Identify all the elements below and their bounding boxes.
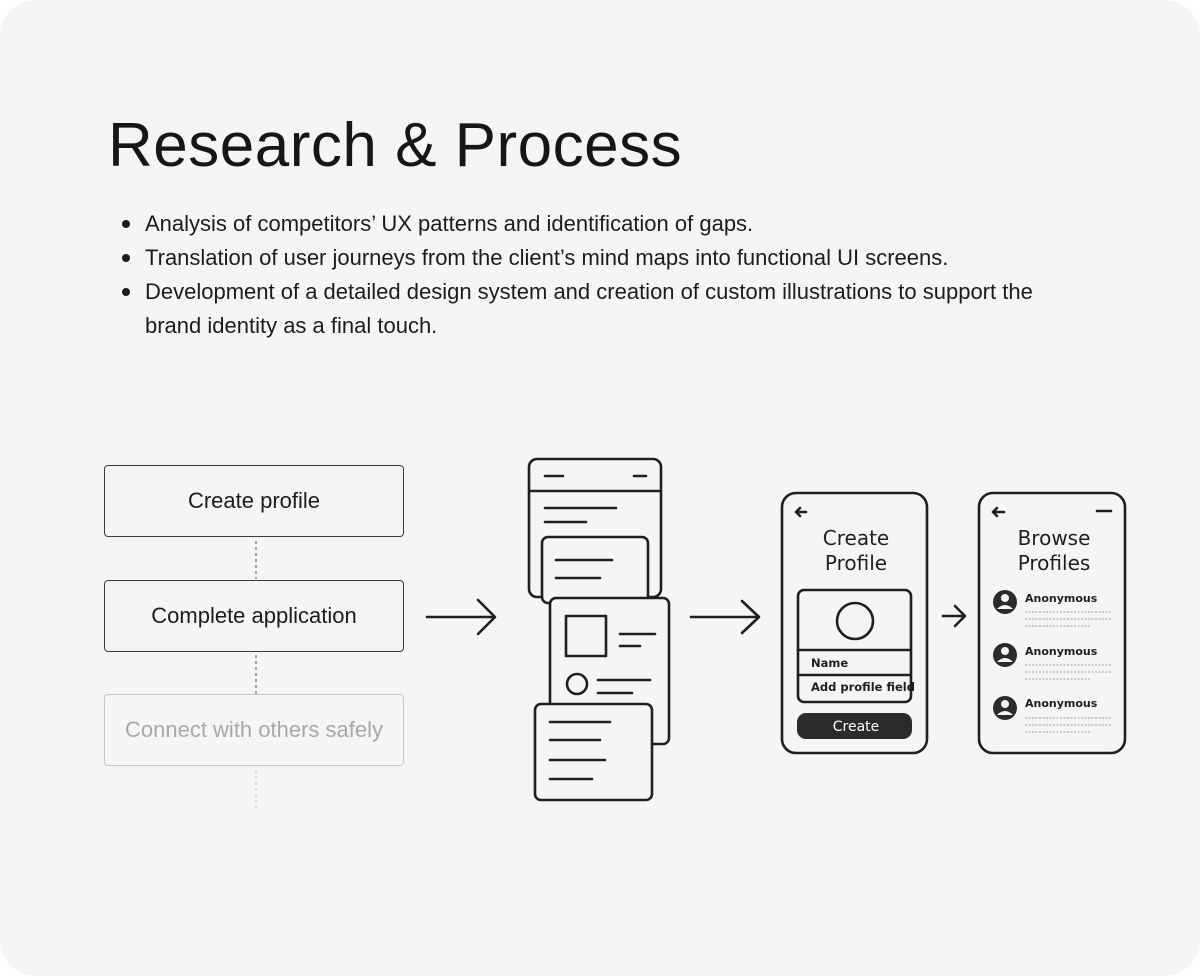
bullet-text: Development of a detailed design system … xyxy=(145,279,1033,338)
bullet-text: Translation of user journeys from the cl… xyxy=(145,245,949,270)
create-profile-title-line2: Profile xyxy=(825,551,887,575)
bullet-item: Analysis of competitors’ UX patterns and… xyxy=(120,207,1080,241)
bullet-dot xyxy=(122,254,130,262)
profile-list-item[interactable]: Anonymous xyxy=(993,643,1112,680)
profile-list-item[interactable]: Anonymous xyxy=(993,696,1112,733)
arrow-right-icon xyxy=(941,604,967,628)
bullet-item: Development of a detailed design system … xyxy=(120,275,1080,343)
arrow-right-icon xyxy=(425,598,497,636)
create-profile-title-line1: Create xyxy=(823,526,889,550)
profile-name: Anonymous xyxy=(1025,645,1098,658)
bullet-item: Translation of user journeys from the cl… xyxy=(120,241,1080,275)
flow-step-create-profile: Create profile xyxy=(104,465,404,537)
browse-profiles-title-line1: Browse xyxy=(1018,526,1091,550)
flow-step-complete-application: Complete application xyxy=(104,580,404,652)
bullet-list: Analysis of competitors’ UX patterns and… xyxy=(120,207,1080,343)
avatar-placeholder-icon xyxy=(835,601,875,641)
back-arrow-icon xyxy=(991,506,1006,518)
bullet-dot xyxy=(122,288,130,296)
page-title: Research & Process xyxy=(108,111,683,180)
name-field-label: Name xyxy=(811,656,848,670)
bullet-dot xyxy=(122,220,130,228)
profile-name: Anonymous xyxy=(1025,592,1098,605)
profile-list-item[interactable]: Anonymous xyxy=(993,590,1112,627)
wireframe-stack-illustration xyxy=(527,457,671,802)
back-arrow-icon xyxy=(794,506,808,518)
browse-profiles-phone: Browse Profiles Anonymous Anonymous xyxy=(977,491,1127,755)
add-profile-field-label: Add profile field xyxy=(811,680,915,694)
bullet-text: Analysis of competitors’ UX patterns and… xyxy=(145,211,754,236)
arrow-right-icon xyxy=(689,599,761,635)
profile-name: Anonymous xyxy=(1025,697,1098,710)
browse-profiles-title-line2: Profiles xyxy=(1018,551,1091,575)
create-button[interactable]: Create xyxy=(833,719,880,735)
create-profile-phone: Create Profile Name Add profile field Cr… xyxy=(780,491,929,755)
flow-step-connect-safely: Connect with others safely xyxy=(104,694,404,766)
